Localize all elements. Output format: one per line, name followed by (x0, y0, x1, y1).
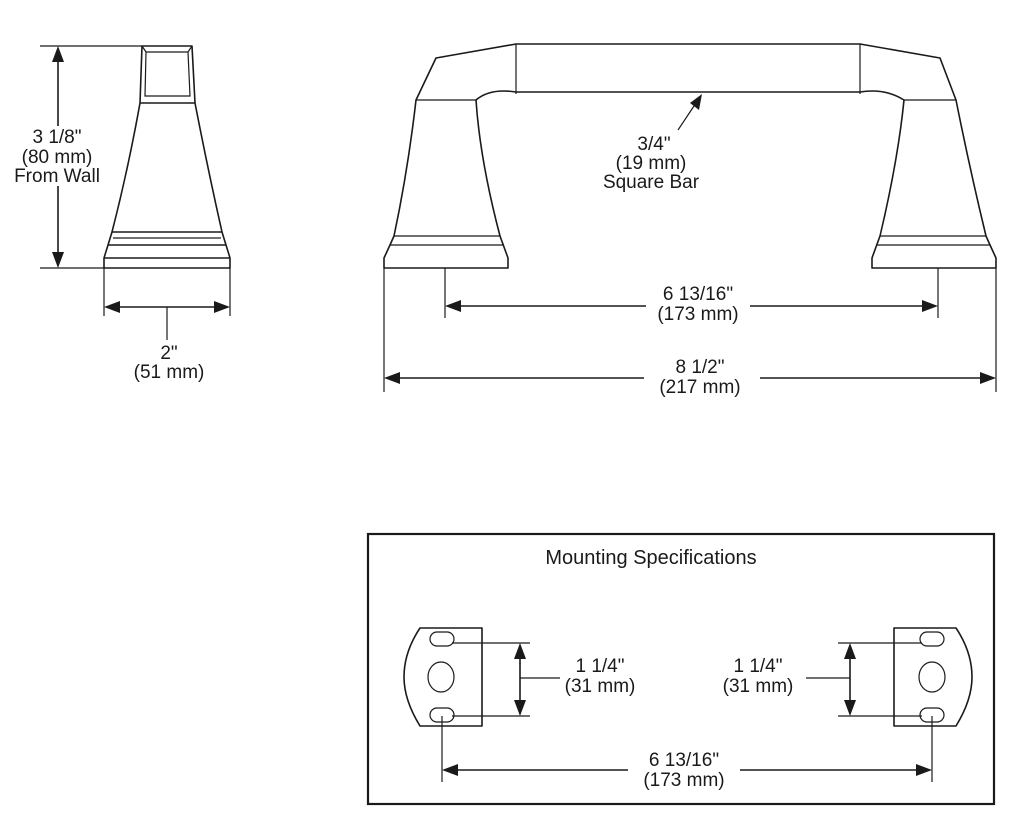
bar-label-mm: (19 mm) (616, 153, 687, 174)
bar-label-inches: 3/4" (637, 134, 670, 155)
left-bracket-slot-top (429, 631, 455, 647)
overall-label-mm: (217 mm) (659, 377, 740, 398)
height-label-inches: 3 1/8" (32, 127, 81, 148)
overall-arrow-right (980, 372, 996, 384)
height-arrow-up (52, 46, 64, 62)
mount-centers-arrow-right (916, 764, 932, 776)
mounting-title: Mounting Specifications (545, 547, 756, 569)
base-width-label-mm: (51 mm) (134, 362, 205, 383)
base-width-label-inches: 2" (160, 343, 177, 364)
side-view-post-top-facet (141, 45, 193, 97)
front-view: 3/4" (19 mm) Square Bar 6 13/16" (173 mm… (383, 43, 997, 398)
left-spacing-arrow-down (514, 700, 526, 716)
bar-label-note: Square Bar (603, 172, 700, 193)
right-bracket-outline (893, 627, 973, 727)
centers-label-mm: (173 mm) (657, 304, 738, 325)
base-width-arrow-left (104, 301, 120, 313)
left-spacing-label-inches: 1 1/4" (575, 656, 624, 677)
bar-leader-arrow (690, 94, 702, 110)
side-view-post-outline (103, 45, 231, 269)
mount-centers-arrow-left (442, 764, 458, 776)
front-view-handle-outline (383, 43, 997, 269)
height-label-mm: (80 mm) (22, 147, 93, 168)
left-mounting-bracket (403, 627, 483, 727)
front-view-bar-edges (416, 44, 956, 101)
left-bracket-outline (403, 627, 483, 727)
height-label-note: From Wall (14, 166, 100, 187)
right-bracket-slot-top (919, 631, 945, 647)
right-spacing-label-inches: 1 1/4" (733, 656, 782, 677)
overall-label-inches: 8 1/2" (675, 357, 724, 378)
right-spacing-label-mm: (31 mm) (723, 676, 794, 697)
mounting-frame (366, 532, 996, 806)
right-spacing-arrow-up (844, 643, 856, 659)
mount-centers-label-inches: 6 13/16" (649, 750, 719, 771)
mount-centers-label-mm: (173 mm) (643, 770, 724, 791)
base-width-arrow-right (214, 301, 230, 313)
side-view: 3 1/8" (80 mm) From Wall 2" (51 mm) (14, 45, 231, 383)
overall-arrow-left (384, 372, 400, 384)
right-bracket-center-hole (918, 661, 946, 693)
centers-label-inches: 6 13/16" (663, 284, 733, 305)
mounting-specifications-panel: Mounting Specifications 1 1/4" (31 mm) (366, 532, 996, 806)
right-spacing-arrow-down (844, 700, 856, 716)
left-spacing-arrow-up (514, 643, 526, 659)
front-view-post-rings (390, 235, 990, 246)
centers-arrow-right (922, 300, 938, 312)
height-arrow-down (52, 252, 64, 268)
left-bracket-center-hole (427, 661, 455, 693)
left-spacing-label-mm: (31 mm) (565, 676, 636, 697)
centers-arrow-left (445, 300, 461, 312)
